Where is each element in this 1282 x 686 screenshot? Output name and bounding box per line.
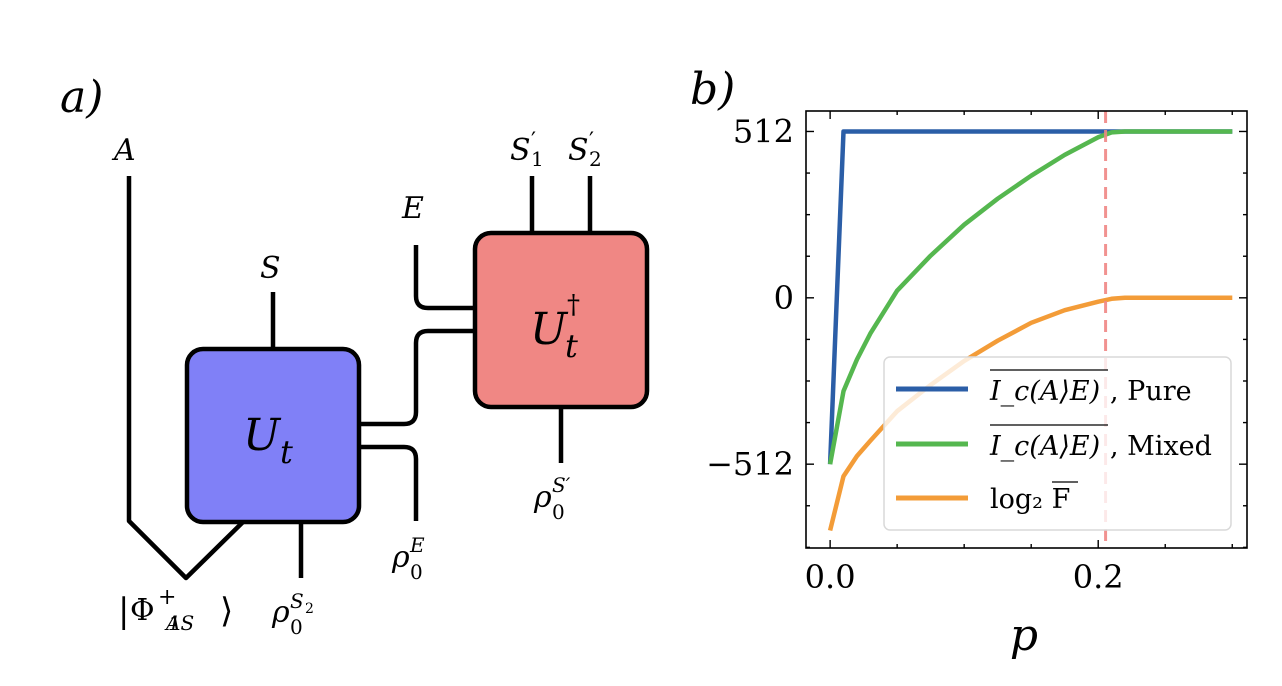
svg-text:′: ′ (531, 129, 536, 154)
legend-label-pure: I_c(A⟩E) , Pure (989, 369, 1192, 407)
label-rho-S-prime: ρ 0 S′ (533, 473, 571, 524)
svg-text:ρ: ρ (271, 595, 290, 630)
gate-Udag-dagger: † (567, 290, 580, 320)
svg-text:Φ: Φ (130, 593, 155, 628)
legend-label-fidelity: log₂ F (990, 481, 1078, 515)
svg-text:I_c(A⟩E): I_c(A⟩E) (989, 376, 1100, 407)
svg-text:S: S (290, 589, 304, 613)
svg-text:′: ′ (589, 129, 594, 154)
svg-text:⟩: ⟩ (220, 591, 233, 631)
wire-E-output (413, 245, 476, 311)
x-axis-label: p (1010, 610, 1038, 661)
y-tick-label: 0 (774, 279, 794, 317)
label-rho-S2: ρ 0 S 2 (271, 589, 314, 639)
label-bell-state: | Φ + 1 AS ⟩ (118, 585, 233, 635)
legend: I_c(A⟩E) , Pure I_c(A⟩E) , Mixed log₂ F (883, 356, 1232, 531)
svg-text:E: E (409, 533, 425, 557)
panel-b-label: b) (690, 64, 735, 115)
svg-text:+: + (158, 585, 176, 610)
legend-label-mixed: I_c(A⟩E) , Mixed (989, 424, 1212, 462)
panel-b: b) 0.0 0.2 512 0 −512 I_c(A⟩E) , Pure I_c(A⟩… (690, 64, 1248, 661)
svg-text:, Mixed: , Mixed (1110, 431, 1212, 462)
series-line-2 (827, 295, 1233, 532)
svg-text:1: 1 (168, 611, 181, 635)
wire-E-input (358, 444, 419, 521)
panel-a: a) U t U t † A S E S ′ 1 (60, 72, 650, 639)
svg-text:0: 0 (410, 560, 423, 584)
x-tick-label: 0.0 (805, 558, 856, 596)
label-rho-E: ρ 0 E (391, 533, 425, 584)
series-line-1 (827, 129, 1233, 465)
label-E: E (401, 191, 424, 226)
gate-Ut-subscript: t (280, 433, 293, 471)
wire-Ut-to-Udag (358, 328, 476, 427)
svg-text:S: S (510, 133, 531, 168)
svg-text:log₂ F: log₂ F (990, 484, 1070, 515)
svg-text:S′: S′ (552, 473, 571, 497)
gate-Ut-symbol: U (243, 410, 282, 461)
svg-text:AS: AS (164, 611, 194, 635)
svg-text:1: 1 (531, 147, 544, 171)
plot-frame (805, 110, 1248, 549)
label-S2-prime: S ′ 2 (568, 129, 602, 171)
svg-text:ρ: ρ (391, 540, 410, 575)
svg-text:0: 0 (290, 615, 303, 639)
gate-Ut: U t (184, 346, 362, 525)
wire-A-bell (126, 176, 245, 581)
svg-text:0: 0 (552, 500, 565, 524)
y-tick-label: −512 (706, 445, 794, 483)
x-tick-label: 0.2 (1073, 558, 1124, 596)
svg-text:2: 2 (589, 147, 602, 171)
svg-text:, Pure: , Pure (1110, 376, 1192, 407)
panel-a-label: a) (60, 72, 103, 123)
svg-text:|: | (118, 591, 129, 631)
gate-Udag-subscript: t (565, 327, 578, 365)
chart-tick-labels: 0.0 0.2 512 0 −512 (706, 112, 1124, 596)
legend-box (883, 356, 1232, 531)
svg-text:S: S (568, 133, 589, 168)
label-A: A (111, 133, 136, 168)
y-tick-label: 512 (733, 112, 794, 150)
label-S1-prime: S ′ 1 (510, 129, 544, 171)
gate-Udag-symbol: U (530, 304, 569, 355)
svg-text:2: 2 (305, 601, 314, 617)
svg-text:I_c(A⟩E): I_c(A⟩E) (989, 431, 1100, 462)
gate-Ut-dagger: U t † (472, 230, 650, 410)
svg-text:ρ: ρ (533, 480, 552, 515)
label-S: S (260, 251, 281, 286)
chart-series (827, 129, 1233, 532)
